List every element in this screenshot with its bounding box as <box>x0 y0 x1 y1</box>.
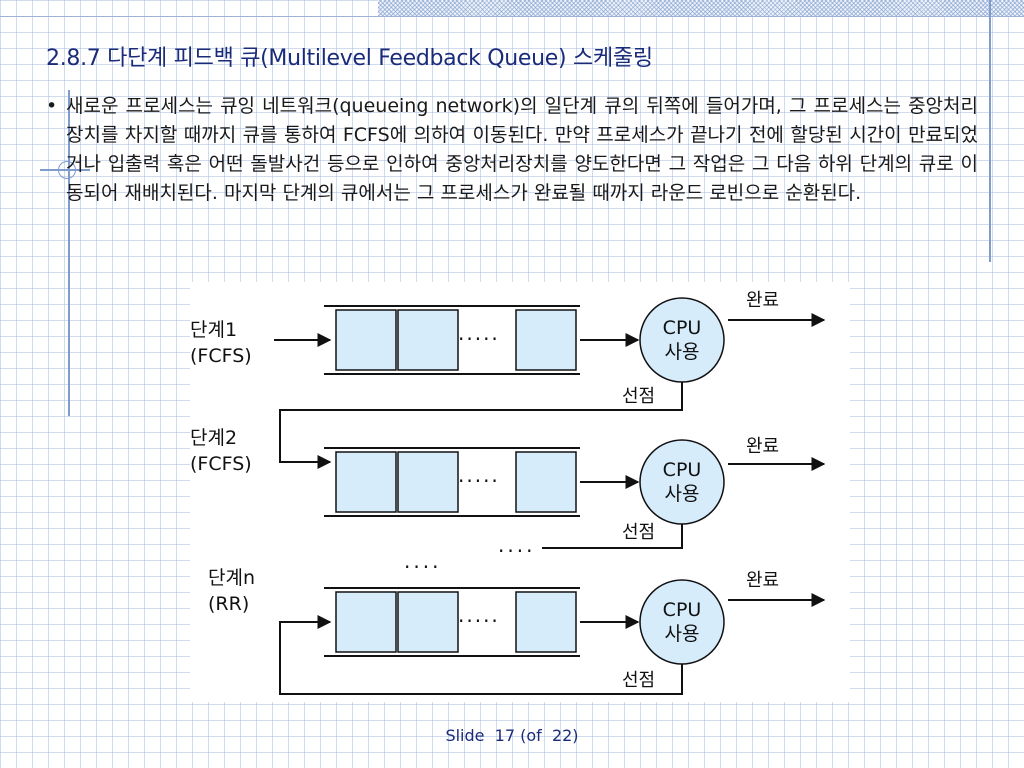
level-gap-dots-left: ···· <box>404 555 441 579</box>
level-n-round-robin-path <box>279 615 683 695</box>
level-n-cpu-sub: 사용 <box>665 623 700 645</box>
level-1-queue-slot <box>397 309 459 371</box>
level-1-done-label: 완료 <box>746 290 779 311</box>
level-gap-dots-right: ···· <box>498 539 535 563</box>
mlfq-diagram: 단계1 (FCFS) ····· CPU 사용 완료 선점 단계2 (FCFS) <box>190 282 850 702</box>
level-2-queue-slot <box>515 451 577 513</box>
level-1-policy: (FCFS) <box>190 345 252 367</box>
level-2-done-label: 완료 <box>746 436 779 457</box>
level-n-queue-slot <box>335 591 397 653</box>
level-1-preempt-path <box>279 382 683 469</box>
level-n-policy: (RR) <box>208 593 249 615</box>
level-n-group: 단계n (RR) ····· CPU 사용 완료 선점 <box>208 567 826 695</box>
level-2-preempt-path <box>542 524 683 549</box>
header-rule <box>0 16 1024 17</box>
level-1-group: 단계1 (FCFS) ····· CPU 사용 완료 선점 <box>190 290 826 469</box>
level-n-done-label: 완료 <box>746 570 779 591</box>
level-2-policy: (FCFS) <box>190 453 252 475</box>
slide-body: 새로운 프로세스는 큐잉 네트워크(queueing network)의 일단계… <box>46 92 978 208</box>
level-2-preempt-label: 선점 <box>622 522 655 543</box>
level-1-preempt-label: 선점 <box>622 386 655 407</box>
level-n-queue-dots: ····· <box>458 609 500 633</box>
level-n-cpu-label: CPU <box>663 599 702 621</box>
slide-title: 2.8.7 다단계 피드백 큐(Multilevel Feedback Queu… <box>46 46 653 71</box>
left-vertical-rule <box>68 90 70 416</box>
level-1-cpu-label: CPU <box>663 317 702 339</box>
bullet-marker: • <box>46 95 58 117</box>
level-2-cpu-label: CPU <box>663 459 702 481</box>
body-paragraph: 새로운 프로세스는 큐잉 네트워크(queueing network)의 일단계… <box>66 95 978 204</box>
level-1-queue-slot <box>335 309 397 371</box>
level-2-cpu <box>639 439 725 525</box>
level-n-queue-slot <box>397 591 459 653</box>
right-vertical-rule <box>989 0 991 262</box>
level-n-cpu <box>639 579 725 665</box>
level-n-preempt-label: 선점 <box>622 670 655 691</box>
mlfq-diagram-svg: 단계1 (FCFS) ····· CPU 사용 완료 선점 단계2 (FCFS) <box>190 290 826 695</box>
level-2-cpu-sub: 사용 <box>665 483 700 505</box>
level-1-queue-slot <box>515 309 577 371</box>
level-n-queue-slot <box>515 591 577 653</box>
level-2-name: 단계2 <box>190 427 237 449</box>
header-hatch-strip <box>378 0 1024 16</box>
slide-footer: Slide 17 (of 22) <box>445 726 579 745</box>
level-1-queue-dots: ····· <box>458 327 500 351</box>
level-2-queue-slot <box>397 451 459 513</box>
level-n-name: 단계n <box>208 567 255 589</box>
level-1-name: 단계1 <box>190 319 237 341</box>
level-2-queue-dots: ····· <box>458 469 500 493</box>
level-1-cpu-sub: 사용 <box>665 341 700 363</box>
level-2-queue-slot <box>335 451 397 513</box>
level-1-cpu <box>639 297 725 383</box>
level-2-group: 단계2 (FCFS) ····· CPU 사용 완료 선점 ···· ···· <box>190 427 826 579</box>
left-circle-ornament <box>58 161 76 179</box>
